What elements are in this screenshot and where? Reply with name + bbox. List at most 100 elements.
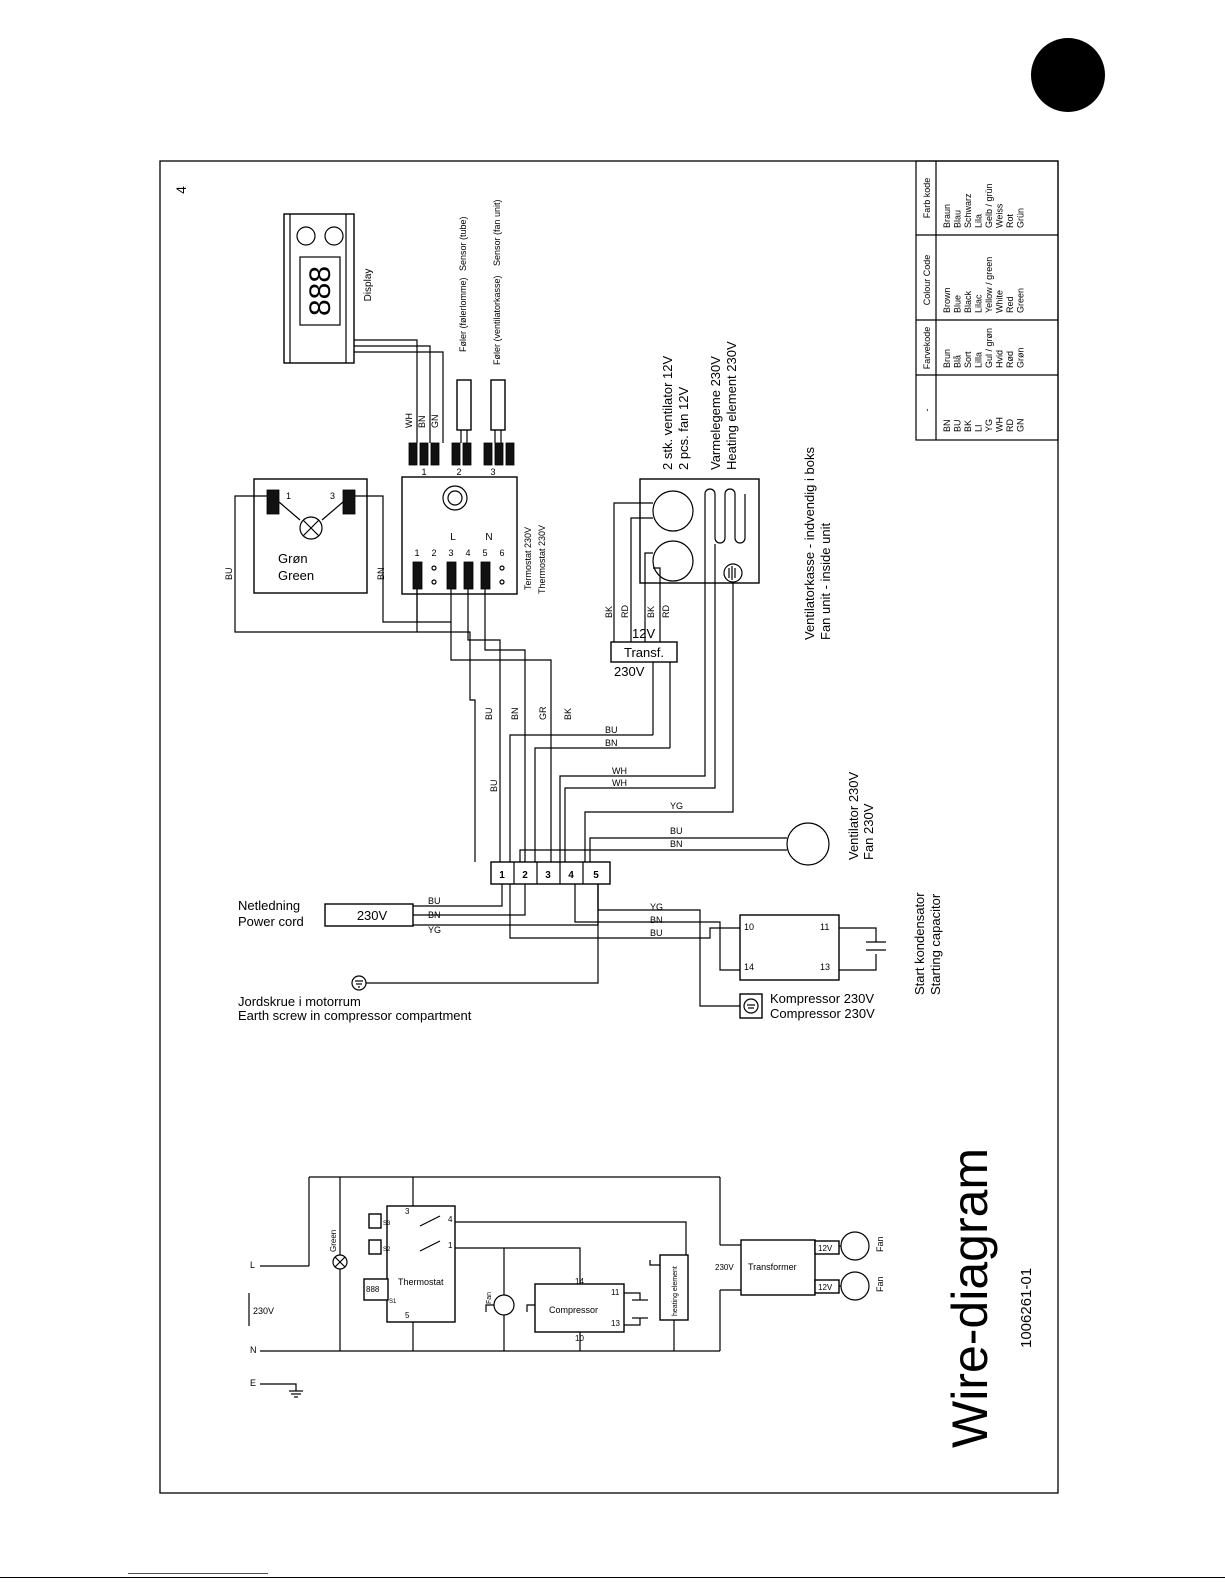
svg-text:WH: WH — [612, 778, 627, 788]
svg-text:S3: S3 — [383, 1221, 391, 1227]
svg-text:BN: BN — [510, 707, 520, 720]
colour-table-cell: Brun — [942, 349, 952, 368]
svg-text:230V: 230V — [357, 908, 388, 923]
svg-text:N: N — [485, 532, 492, 543]
page-bottom-rule — [0, 1577, 1225, 1578]
schematic: L N E 230V Green Thermostat 3 4 1 5 S3 S… — [248, 1176, 885, 1398]
svg-text:L: L — [450, 532, 456, 543]
svg-text:heating element: heating element — [672, 1266, 679, 1316]
svg-text:10: 10 — [744, 922, 754, 932]
display-unit: 888 Display — [283, 213, 374, 364]
svg-text:S2: S2 — [383, 1247, 391, 1253]
colour-table-header: Farb kode — [922, 178, 932, 219]
colour-table-cell: LI — [974, 424, 984, 432]
svg-text:YG: YG — [428, 925, 441, 935]
wire-label-gn: GN — [430, 415, 440, 429]
svg-text:BN: BN — [670, 839, 683, 849]
colour-table-cell: Grün — [1016, 208, 1026, 228]
svg-text:Transf.: Transf. — [624, 645, 664, 660]
svg-text:Termostat 230V: Termostat 230V — [523, 527, 533, 590]
power-cord: Netledning Power cord 230V — [238, 898, 414, 929]
svg-text:4: 4 — [568, 870, 574, 881]
svg-text:Green: Green — [278, 568, 314, 583]
svg-text:BK: BK — [604, 606, 614, 618]
svg-text:2 stk. ventilator 12V: 2 stk. ventilator 12V — [660, 356, 675, 470]
svg-text:6: 6 — [499, 548, 504, 558]
svg-text:GR: GR — [538, 706, 548, 720]
svg-text:5: 5 — [482, 548, 487, 558]
svg-text:230V: 230V — [253, 1306, 274, 1316]
svg-text:2 pcs. fan 12V: 2 pcs. fan 12V — [676, 387, 691, 470]
starting-capacitor: Start kondensator Starting capacitor — [839, 892, 943, 995]
colour-table-cell: Rot — [1005, 213, 1015, 228]
colour-table-cell: Blue — [953, 295, 963, 313]
svg-text:BK: BK — [563, 708, 573, 720]
colour-table-cell: Grøn — [1016, 347, 1026, 368]
svg-text:RD: RD — [661, 605, 671, 618]
svg-text:Fan: Fan — [875, 1276, 885, 1292]
colour-table-cell: Green — [1016, 288, 1026, 313]
svg-text:11: 11 — [820, 922, 829, 932]
svg-text:3: 3 — [405, 1207, 410, 1216]
page-tab-marker — [1031, 38, 1105, 112]
svg-text:Føler (følerlomme): Føler (følerlomme) — [458, 278, 468, 353]
svg-text:1: 1 — [448, 1241, 453, 1250]
colour-table-cell: YG — [984, 419, 994, 432]
svg-text:Transformer: Transformer — [748, 1262, 797, 1272]
transformer: Transf. 12V 230V — [610, 626, 678, 679]
colour-table-cell: Yellow / green — [984, 257, 994, 313]
terminal-block: 1 2 3 4 5 — [490, 861, 611, 885]
document-number: 1006261-01 — [1018, 1268, 1035, 1348]
svg-text:L: L — [250, 1260, 255, 1270]
svg-text:Ventilatorkasse - indvendig i: Ventilatorkasse - indvendig i boks — [802, 447, 817, 640]
svg-text:4: 4 — [448, 1215, 453, 1224]
diagram-frame — [159, 160, 1059, 1494]
fan-230v: Ventilator 230V Fan 230V — [786, 771, 876, 866]
svg-text:WH: WH — [612, 766, 627, 776]
colour-table-cell: Sort — [963, 351, 973, 368]
colour-table-cell: BU — [953, 419, 963, 432]
svg-text:Føler (ventilatorkasse): Føler (ventilatorkasse) — [492, 275, 502, 365]
colour-table-header: Farvekode — [922, 327, 932, 370]
svg-text:230V: 230V — [614, 664, 645, 679]
svg-text:1: 1 — [286, 491, 291, 501]
svg-text:BK: BK — [646, 606, 656, 618]
colour-table-cell: Schwarz — [963, 193, 973, 228]
colour-table-cell: Rød — [1005, 351, 1015, 368]
svg-text:BN: BN — [605, 738, 618, 748]
colour-table-cell: Black — [963, 290, 973, 313]
svg-text:Green: Green — [329, 1230, 338, 1252]
svg-text:5: 5 — [593, 870, 599, 881]
colour-table-cell: Hvid — [995, 350, 1005, 368]
display-label: Display — [363, 269, 374, 302]
sensor-fan-unit: Føler (ventilatorkasse) Sensor (fan unit… — [490, 199, 506, 443]
svg-text:Fan: Fan — [875, 1236, 885, 1252]
svg-text:BU: BU — [650, 928, 663, 938]
svg-text:Sensor (tube): Sensor (tube) — [458, 216, 468, 271]
colour-table-header: - — [922, 409, 932, 412]
svg-text:Earth screw in compressor comp: Earth screw in compressor compartment — [238, 1008, 472, 1023]
svg-text:BU: BU — [605, 725, 618, 735]
svg-text:2: 2 — [456, 467, 461, 477]
colour-code-table — [915, 160, 1059, 441]
svg-text:YG: YG — [670, 801, 683, 811]
svg-text:1: 1 — [421, 467, 426, 477]
wire-label-bn: BN — [417, 415, 427, 428]
svg-text:BN: BN — [650, 915, 663, 925]
svg-text:Thermostat: Thermostat — [398, 1277, 444, 1287]
svg-text:Power cord: Power cord — [238, 914, 304, 929]
svg-text:BN: BN — [376, 567, 386, 580]
colour-table-cell: White — [995, 290, 1005, 313]
display-digits: 888 — [304, 266, 337, 316]
colour-table-cell: Blå — [953, 355, 963, 368]
svg-text:1: 1 — [499, 870, 505, 881]
svg-text:Jordskrue i motorrum: Jordskrue i motorrum — [238, 994, 361, 1009]
svg-text:Ventilator 230V: Ventilator 230V — [846, 771, 861, 860]
svg-text:Starting capacitor: Starting capacitor — [928, 893, 943, 995]
svg-text:Heating element 230V: Heating element 230V — [724, 341, 739, 470]
earth-screw: Jordskrue i motorrum Earth screw in comp… — [238, 975, 472, 1023]
footer-link-underline[interactable] — [128, 1573, 268, 1574]
colour-table-cell: Brown — [942, 287, 952, 313]
